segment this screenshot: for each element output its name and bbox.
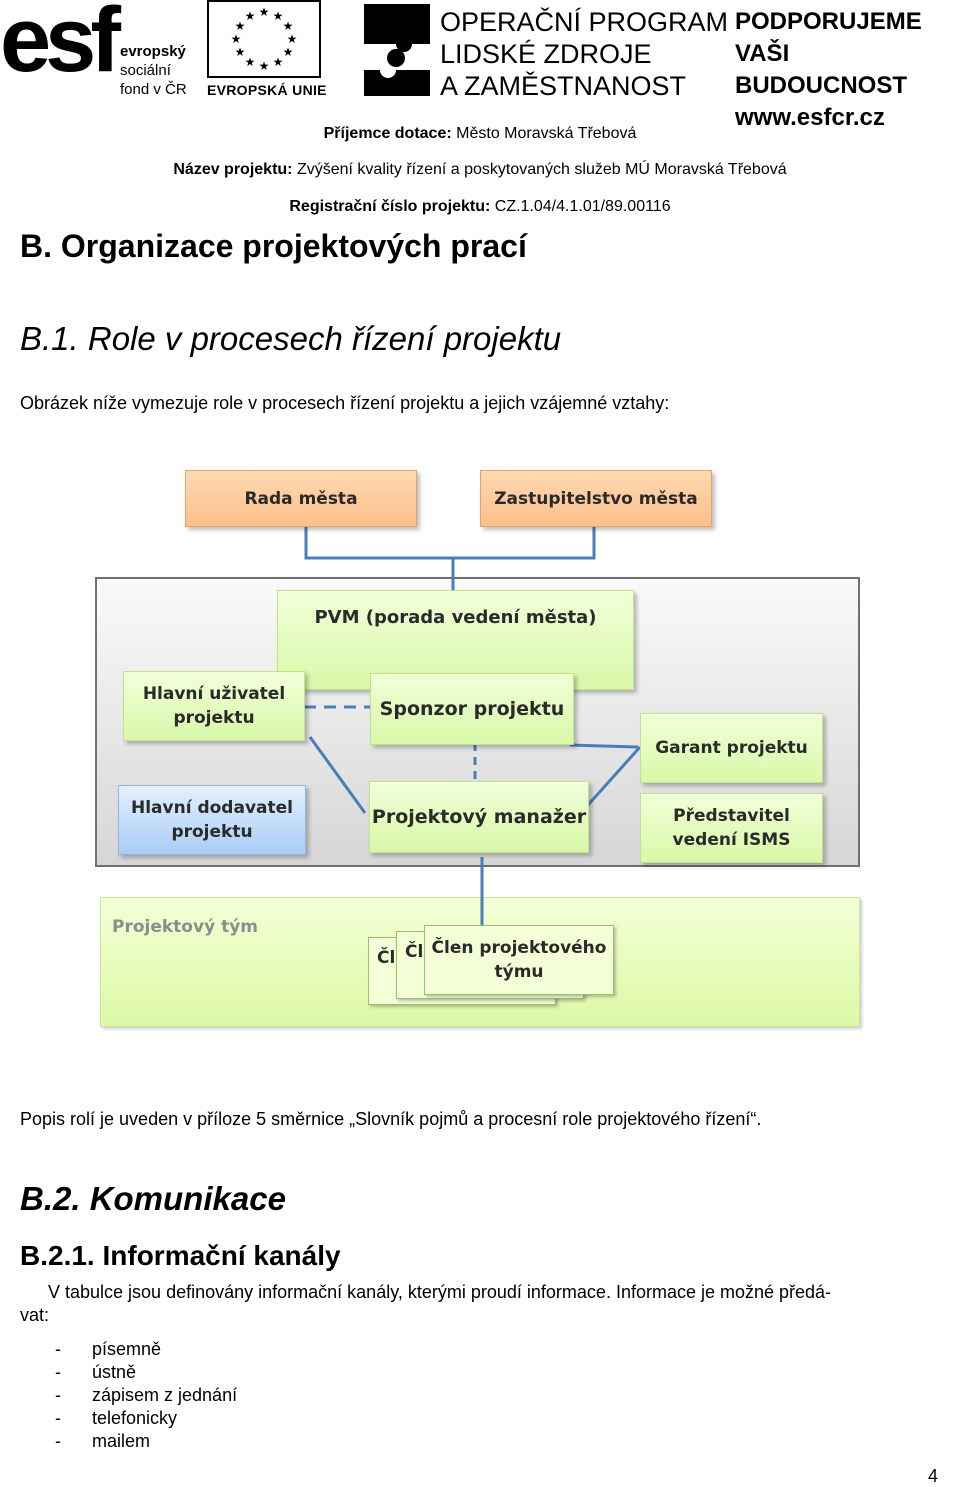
predstavitel-line1: Představitel	[673, 806, 790, 826]
box-predstavitel: Představitel vedení ISMS	[640, 793, 823, 863]
op-line-1: OPERAČNÍ PROGRAM	[440, 7, 729, 37]
op-program-text: OPERAČNÍ PROGRAM LIDSKÉ ZDROJE A ZAMĚSTN…	[440, 6, 728, 102]
member-front-line1: Člen projektového	[431, 938, 607, 958]
list-dash: -	[55, 1431, 61, 1451]
box-hlavni-dodavatel: Hlavní dodavatel projektu	[118, 785, 306, 855]
box-manazer: Projektový manažer	[369, 781, 589, 853]
registration-value: CZ.1.04/4.1.01/89.00116	[494, 198, 671, 215]
project-team-label: Projektový tým	[112, 917, 258, 937]
hlavni-uzivatel-line1: Hlavní uživatel	[142, 684, 286, 704]
channels-title: B.2.1. Informační kanály	[20, 1240, 341, 1271]
project-name-value: Zvýšení kvality řízení a poskytovaných s…	[296, 161, 787, 178]
member-middle-text: Čl	[405, 942, 424, 962]
list-dash: -	[55, 1385, 61, 1405]
box-sponzor: Sponzor projektu	[370, 673, 574, 745]
subsection-title: B.1. Role v procesech řízení projektu	[20, 320, 562, 357]
box-rada: Rada města	[185, 470, 417, 527]
list-item: - telefonicky	[55, 1407, 237, 1430]
channels-list: - písemně - ústně - zápisem z jednání - tele…	[55, 1338, 237, 1453]
esf-logo-text: esf	[0, 0, 121, 91]
predstavitel-line2: vedení ISMS	[672, 830, 791, 850]
registration-label: Registrační číslo projektu:	[289, 198, 491, 215]
slogan-line-1: PODPORUJEME	[735, 8, 922, 35]
recipient-label: Příjemce dotace:	[323, 125, 452, 142]
recipient-value: Město Moravská Třebová	[456, 125, 637, 142]
list-item-text: ústně	[92, 1362, 137, 1382]
roles-diagram: Rada města Zastupitelstvo města PVM (por…	[0, 455, 960, 1045]
list-dash: -	[55, 1339, 61, 1359]
list-item: - ústně	[55, 1361, 237, 1384]
op-line-2: LIDSKÉ ZDROJE	[440, 39, 652, 69]
channels-text-line1: V tabulce jsou definovány informační kan…	[48, 1282, 832, 1302]
list-dash: -	[55, 1408, 61, 1428]
box-garant: Garant projektu	[640, 713, 823, 783]
list-item-text: zápisem z jednání	[92, 1385, 238, 1405]
esf-logo-caption: evropský sociální fond v ČR	[120, 42, 187, 99]
project-name-label: Název projektu:	[173, 161, 293, 178]
registration-line: Registrační číslo projektu: CZ.1.04/4.1.…	[0, 198, 960, 216]
svg-text:★: ★	[235, 45, 246, 59]
team-member-card-front: Člen projektového týmu	[424, 925, 614, 995]
svg-text:★: ★	[273, 9, 284, 23]
eu-flag-icon: ★ ★ ★ ★ ★ ★ ★ ★ ★ ★ ★ ★	[207, 0, 321, 78]
svg-text:★: ★	[287, 32, 298, 46]
svg-text:★: ★	[259, 5, 270, 19]
section-title: B. Organizace projektových prací	[20, 228, 527, 264]
hlavni-dodavatel-line1: Hlavní dodavatel	[131, 798, 293, 818]
list-item: - písemně	[55, 1338, 237, 1361]
esf-caption-line2: sociální	[120, 62, 171, 79]
svg-text:★: ★	[259, 59, 270, 73]
communication-title: B.2. Komunikace	[20, 1180, 286, 1217]
svg-text:★: ★	[283, 19, 294, 33]
box-zastupitelstvo: Zastupitelstvo města	[480, 470, 712, 527]
op-line-3: A ZAMĚSTNANOST	[440, 71, 687, 101]
roles-reference-text: Popis rolí je uveden v příloze 5 směrnic…	[20, 1109, 762, 1129]
eu-label: EVROPSKÁ UNIE	[207, 82, 327, 98]
project-name-line: Název projektu: Zvýšení kvality řízení a…	[0, 161, 960, 179]
hlavni-dodavatel-line2: projektu	[171, 822, 253, 842]
list-item-text: telefonicky	[92, 1408, 178, 1428]
svg-text:★: ★	[245, 9, 256, 23]
list-item: - zápisem z jednání	[55, 1384, 237, 1407]
slogan-line-2: VAŠI BUDOUCNOST	[735, 40, 907, 99]
diagram-connectors	[304, 527, 642, 929]
recipient-line: Příjemce dotace: Město Moravská Třebová	[0, 125, 960, 143]
op-puzzle-icon	[360, 0, 434, 98]
esf-caption-line1: evropský	[120, 43, 186, 60]
esf-caption-line3: fond v ČR	[120, 81, 187, 98]
svg-text:★: ★	[231, 32, 242, 46]
support-slogan: PODPORUJEME VAŠI BUDOUCNOST www.esfcr.cz	[735, 6, 960, 134]
list-item: - mailem	[55, 1430, 237, 1453]
slogan-website: www.esfcr.cz	[735, 104, 885, 131]
member-front-line2: týmu	[494, 962, 544, 982]
box-hlavni-uzivatel: Hlavní uživatel projektu	[123, 671, 305, 741]
intro-text: Obrázek níže vymezuje role v procesech ř…	[20, 393, 670, 413]
list-dash: -	[55, 1362, 61, 1382]
list-item-text: mailem	[92, 1431, 151, 1451]
hlavni-uzivatel-line2: projektu	[173, 708, 255, 728]
svg-text:★: ★	[273, 55, 284, 69]
svg-text:★: ★	[283, 45, 294, 59]
channels-text-line2: vat:	[20, 1305, 50, 1325]
svg-text:★: ★	[245, 55, 256, 69]
member-back-text: Čl	[377, 948, 396, 968]
page-number: 4	[927, 1466, 938, 1486]
svg-text:★: ★	[235, 19, 246, 33]
list-item-text: písemně	[92, 1339, 162, 1359]
